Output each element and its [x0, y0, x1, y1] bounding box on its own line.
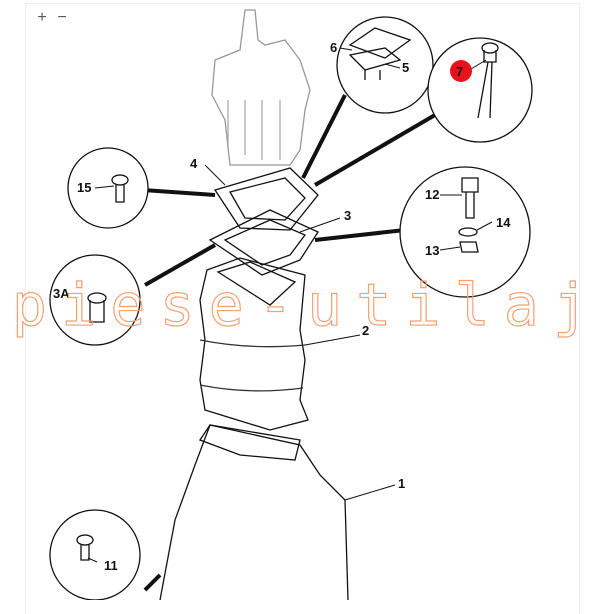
zoom-controls: + −	[36, 10, 68, 26]
detail-circle-15	[67, 147, 149, 229]
callout-14[interactable]: 14	[496, 215, 511, 230]
parts-diagram: 1 2 3 3A 4 5 6 7 11 12 13 14 15 piese-ut…	[11, 9, 589, 600]
zoom-in-button[interactable]: +	[37, 9, 47, 26]
joystick-assembly	[211, 9, 311, 166]
callout-7[interactable]: 7	[456, 64, 463, 79]
callout-2[interactable]: 2	[362, 323, 369, 338]
diagram-viewer	[25, 3, 580, 614]
nut-13-icon	[459, 241, 479, 253]
washer-14-icon	[458, 227, 478, 237]
callout-3[interactable]: 3	[344, 208, 351, 223]
callout-13[interactable]: 13	[425, 243, 439, 258]
detail-circle-11	[49, 509, 141, 600]
callout-15[interactable]: 15	[77, 180, 91, 195]
bolt-12-icon	[461, 177, 479, 219]
screw-11-icon	[76, 534, 94, 561]
detail-circle-7	[427, 37, 533, 143]
part-4-plate	[213, 167, 319, 231]
detail-circle-12-14	[399, 166, 531, 298]
callout-1[interactable]: 1	[398, 476, 405, 491]
callout-6[interactable]: 6	[330, 40, 337, 55]
part-2-boot	[199, 257, 309, 431]
callout-3a[interactable]: 3A	[53, 286, 70, 301]
bushing-3a-icon	[87, 292, 107, 323]
zoom-out-button[interactable]: −	[57, 9, 67, 26]
switch-5-icon	[348, 27, 412, 80]
detail-circle-3a	[49, 254, 141, 346]
callout-12[interactable]: 12	[425, 187, 439, 202]
screw-15-icon	[111, 174, 129, 203]
highlight-part-7[interactable]	[450, 60, 472, 82]
callout-4[interactable]: 4	[190, 156, 198, 171]
callout-5[interactable]: 5	[402, 60, 409, 75]
sensor-7-icon	[477, 42, 499, 119]
part-3-gasket	[208, 209, 319, 276]
callout-11[interactable]: 11	[104, 558, 118, 573]
part-1-console	[159, 424, 349, 600]
